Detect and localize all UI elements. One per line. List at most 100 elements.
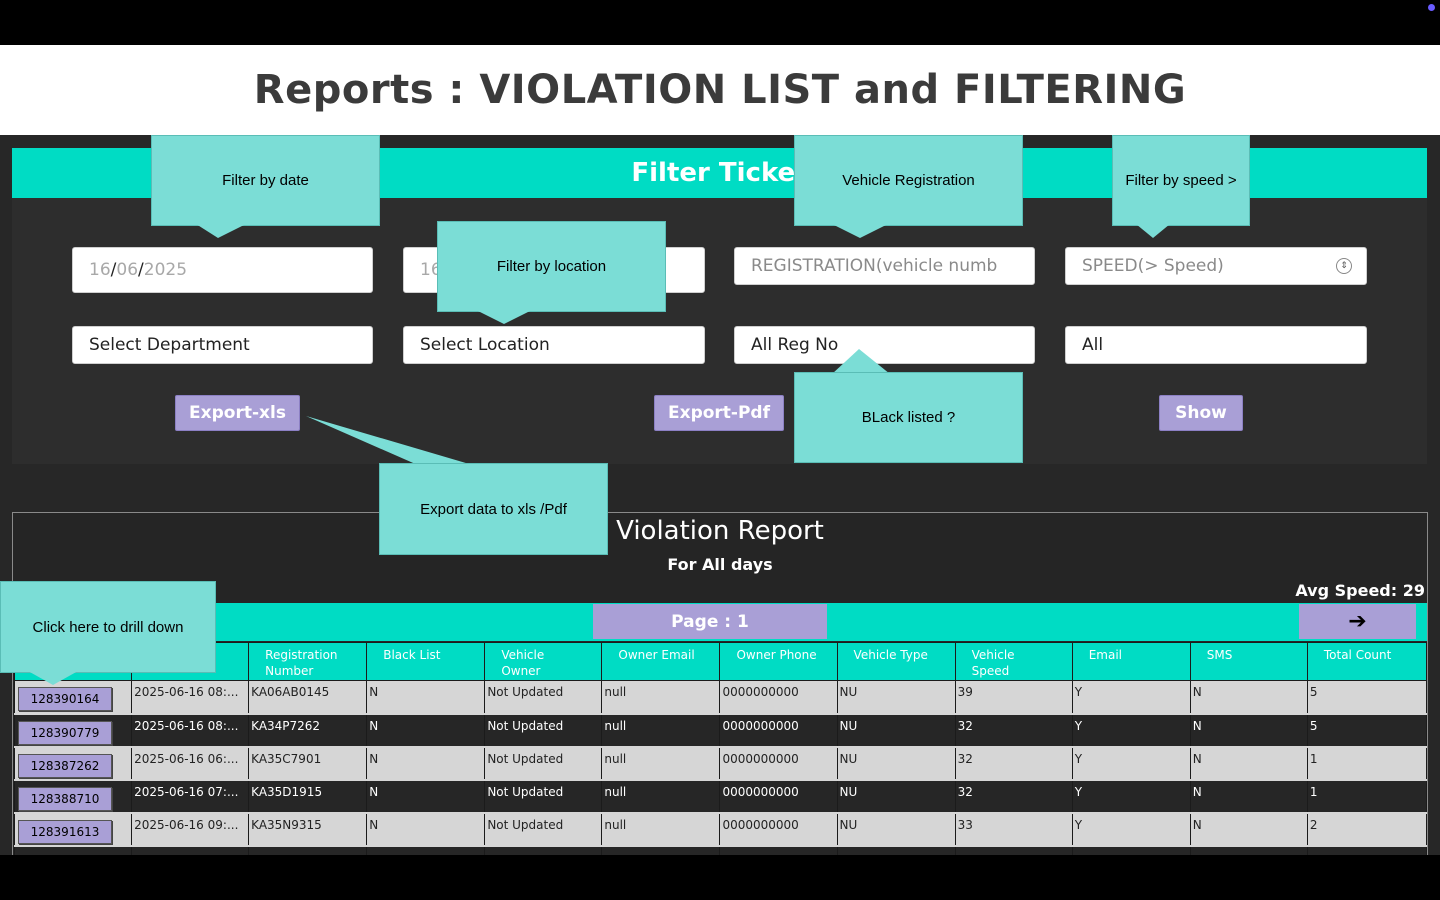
empty-cell	[13, 844, 133, 855]
callout-drilldown-pointer	[28, 671, 78, 685]
callout-blacklist-pointer	[832, 349, 890, 374]
speed-input[interactable]: SPEED(> Speed) ⇕	[1065, 247, 1367, 285]
count-cell: 2	[1306, 812, 1428, 846]
ticket-button[interactable]: 128387262	[18, 753, 112, 778]
empty-cell	[366, 844, 486, 855]
blacklist-value: All	[1082, 335, 1104, 355]
callout-date-pointer	[196, 224, 246, 238]
empty-cell	[1306, 844, 1428, 855]
callout-registration-pointer	[832, 224, 888, 238]
reg-no-select[interactable]: All Reg No	[734, 326, 1035, 364]
department-select[interactable]: Select Department	[72, 326, 373, 364]
col-header-speed: Vehicle Speed	[954, 642, 1073, 681]
app-window: Filter Ticket 16/06/2025 16 REGISTRATION…	[0, 135, 1440, 855]
callout-date: Filter by date	[151, 135, 380, 226]
owner-cell: Not Updated	[484, 812, 603, 846]
bottom-letterbox	[0, 855, 1440, 900]
phone-cell: 0000000000	[719, 712, 838, 748]
show-button[interactable]: Show	[1159, 395, 1243, 431]
blacklist-cell: N	[366, 746, 486, 780]
empty-cell	[248, 844, 368, 855]
empty-cell	[484, 844, 603, 855]
callout-drilldown: Click here to drill down	[0, 581, 216, 673]
ticket-button[interactable]: 128390779	[18, 720, 112, 745]
empty-cell	[1189, 844, 1308, 855]
date-month: 06	[116, 260, 139, 280]
recording-dot-icon	[1428, 4, 1435, 11]
owner-cell: Not Updated	[484, 778, 603, 814]
table-row: 128390164 2025-06-16 08:... KA06AB0145 N…	[13, 680, 1428, 714]
sms-cell: N	[1189, 746, 1308, 780]
callout-blacklist: BLack listed ?	[794, 372, 1023, 463]
avg-speed: Avg Speed: 29	[1295, 581, 1425, 600]
spinner-icon[interactable]: ⇕	[1336, 258, 1352, 274]
ticket-button[interactable]: 128391613	[18, 819, 112, 844]
violation-report: Violation Report For All days Avg Speed:…	[12, 512, 1428, 855]
location-value: Select Location	[420, 335, 550, 355]
ticket-cell: 128390164	[13, 680, 133, 714]
col-header-type: Vehicle Type	[836, 642, 956, 681]
date-year: 2025	[143, 260, 188, 280]
registration-cell: KA35N9315	[248, 812, 368, 846]
violation-table: Registration Number Black List Vehicle O…	[13, 642, 1428, 855]
count-cell: 1	[1306, 778, 1428, 814]
page-indicator: Page : 1	[593, 604, 827, 639]
blacklist-select[interactable]: All	[1065, 326, 1367, 364]
arrow-right-icon: ➔	[1348, 609, 1367, 634]
phone-cell: 0000000000	[719, 680, 838, 714]
table-header-row: Registration Number Black List Vehicle O…	[13, 642, 1428, 681]
phone-cell: 0000000000	[719, 778, 838, 814]
type-cell: NU	[836, 712, 956, 748]
ticket-button[interactable]: 128390164	[18, 687, 112, 711]
department-value: Select Department	[89, 335, 250, 355]
export-xls-button[interactable]: Export-xls	[175, 395, 300, 431]
date-sep: /	[138, 260, 144, 280]
callout-location: Filter by location	[437, 221, 666, 312]
report-subtitle: For All days	[667, 555, 773, 574]
owner-email-cell: null	[601, 712, 721, 748]
email-cell: Y	[1071, 778, 1191, 814]
callout-speed-pointer	[1136, 224, 1170, 238]
export-pdf-button[interactable]: Export-Pdf	[654, 395, 784, 431]
col-header-blacklist: Black List	[366, 642, 486, 681]
blacklist-cell: N	[366, 680, 486, 714]
report-title: Violation Report	[616, 516, 824, 546]
ticket-cell: 128388710	[13, 778, 133, 814]
datetime-cell: 2025-06-16 06:...	[131, 746, 250, 780]
table-row: 128391613 2025-06-16 09:... KA35N9315 N …	[13, 812, 1428, 846]
type-cell: NU	[836, 746, 956, 780]
col-header-email-addr: Owner Email	[601, 642, 721, 681]
location-select[interactable]: Select Location	[403, 326, 705, 364]
date-sep: /	[110, 260, 117, 280]
blacklist-cell: N	[366, 778, 486, 814]
owner-cell: Not Updated	[484, 680, 603, 714]
registration-input[interactable]: REGISTRATION(vehicle numb	[734, 247, 1035, 285]
empty-cell	[719, 844, 838, 855]
callout-export-pointer	[306, 416, 476, 466]
ticket-button[interactable]: 128388710	[18, 786, 112, 811]
col-header-owner: Vehicle Owner	[484, 642, 603, 681]
table-row: 128388710 2025-06-16 07:... KA35D1915 N …	[13, 778, 1428, 814]
email-cell: Y	[1071, 746, 1191, 780]
email-cell: Y	[1071, 680, 1191, 714]
table-row-partial	[13, 844, 1428, 855]
registration-placeholder: REGISTRATION(vehicle numb	[751, 256, 998, 276]
date-from-input[interactable]: 16/06/2025	[72, 247, 373, 293]
slide-title-band: Reports : VIOLATION LIST and FILTERING	[0, 45, 1440, 135]
empty-cell	[954, 844, 1073, 855]
next-page-button[interactable]: ➔	[1299, 604, 1416, 639]
speed-cell: 32	[954, 712, 1073, 748]
ticket-cell: 128390779	[13, 712, 133, 748]
type-cell: NU	[836, 812, 956, 846]
sms-cell: N	[1189, 778, 1308, 814]
datetime-cell: 2025-06-16 08:...	[131, 712, 250, 748]
count-cell: 5	[1306, 680, 1428, 714]
empty-cell	[601, 844, 721, 855]
table-row: 128387262 2025-06-16 06:... KA35C7901 N …	[13, 746, 1428, 780]
email-cell: Y	[1071, 812, 1191, 846]
date-day: 16	[89, 260, 111, 280]
col-header-count: Total Count	[1306, 642, 1428, 681]
registration-cell: KA06AB0145	[248, 680, 368, 714]
date-to-day: 16	[420, 260, 442, 280]
